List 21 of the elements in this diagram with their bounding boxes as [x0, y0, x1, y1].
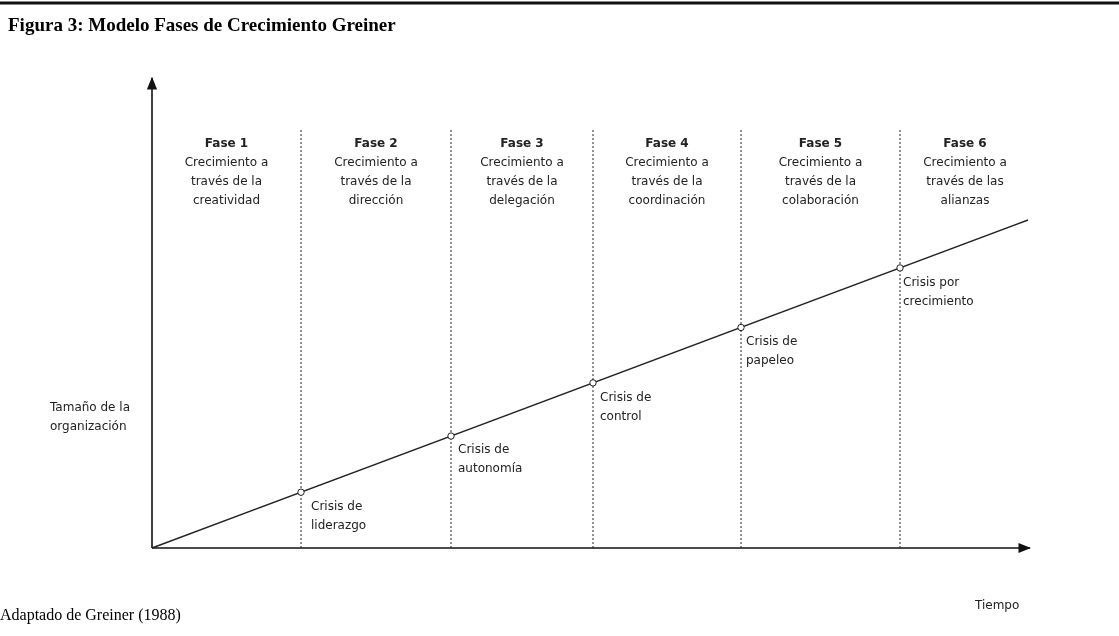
- caption: Adaptado de Greiner (1988): [0, 606, 181, 624]
- phase-heading: Fase 6: [942, 135, 988, 152]
- phase-description: Crecimiento a través de la creatividad: [183, 154, 270, 209]
- phase-heading: Fase 5: [797, 135, 844, 152]
- crisis-label: Crisis por crecimiento: [903, 274, 975, 310]
- phase-heading: Fase 4: [644, 135, 690, 152]
- crisis-label: Crisis de autonomía: [458, 441, 524, 477]
- phase-heading: Fase 2: [353, 135, 399, 152]
- axis-label: Tamaño de la organización: [50, 399, 131, 435]
- phase-description: Crecimiento a través de la colaboración: [777, 154, 864, 209]
- figure-title: Figura 3: Modelo Fases de Crecimiento Greiner: [8, 14, 396, 36]
- phase-description: Crecimiento a través de la delegación: [479, 154, 565, 209]
- phase-heading: Fase 1: [203, 135, 250, 152]
- phase-heading: Fase 3: [499, 135, 545, 152]
- crisis-label: Crisis de liderazgo: [311, 498, 368, 534]
- phase-description: Crecimiento a través de la coordinación: [624, 154, 710, 209]
- axis-label: Tiempo: [975, 597, 1021, 614]
- phase-description: Crecimiento a través de las alianzas: [922, 154, 1008, 209]
- phase-description: Crecimiento a través de la dirección: [333, 154, 419, 209]
- crisis-label: Crisis de papeleo: [746, 333, 799, 369]
- crisis-label: Crisis de control: [600, 389, 653, 425]
